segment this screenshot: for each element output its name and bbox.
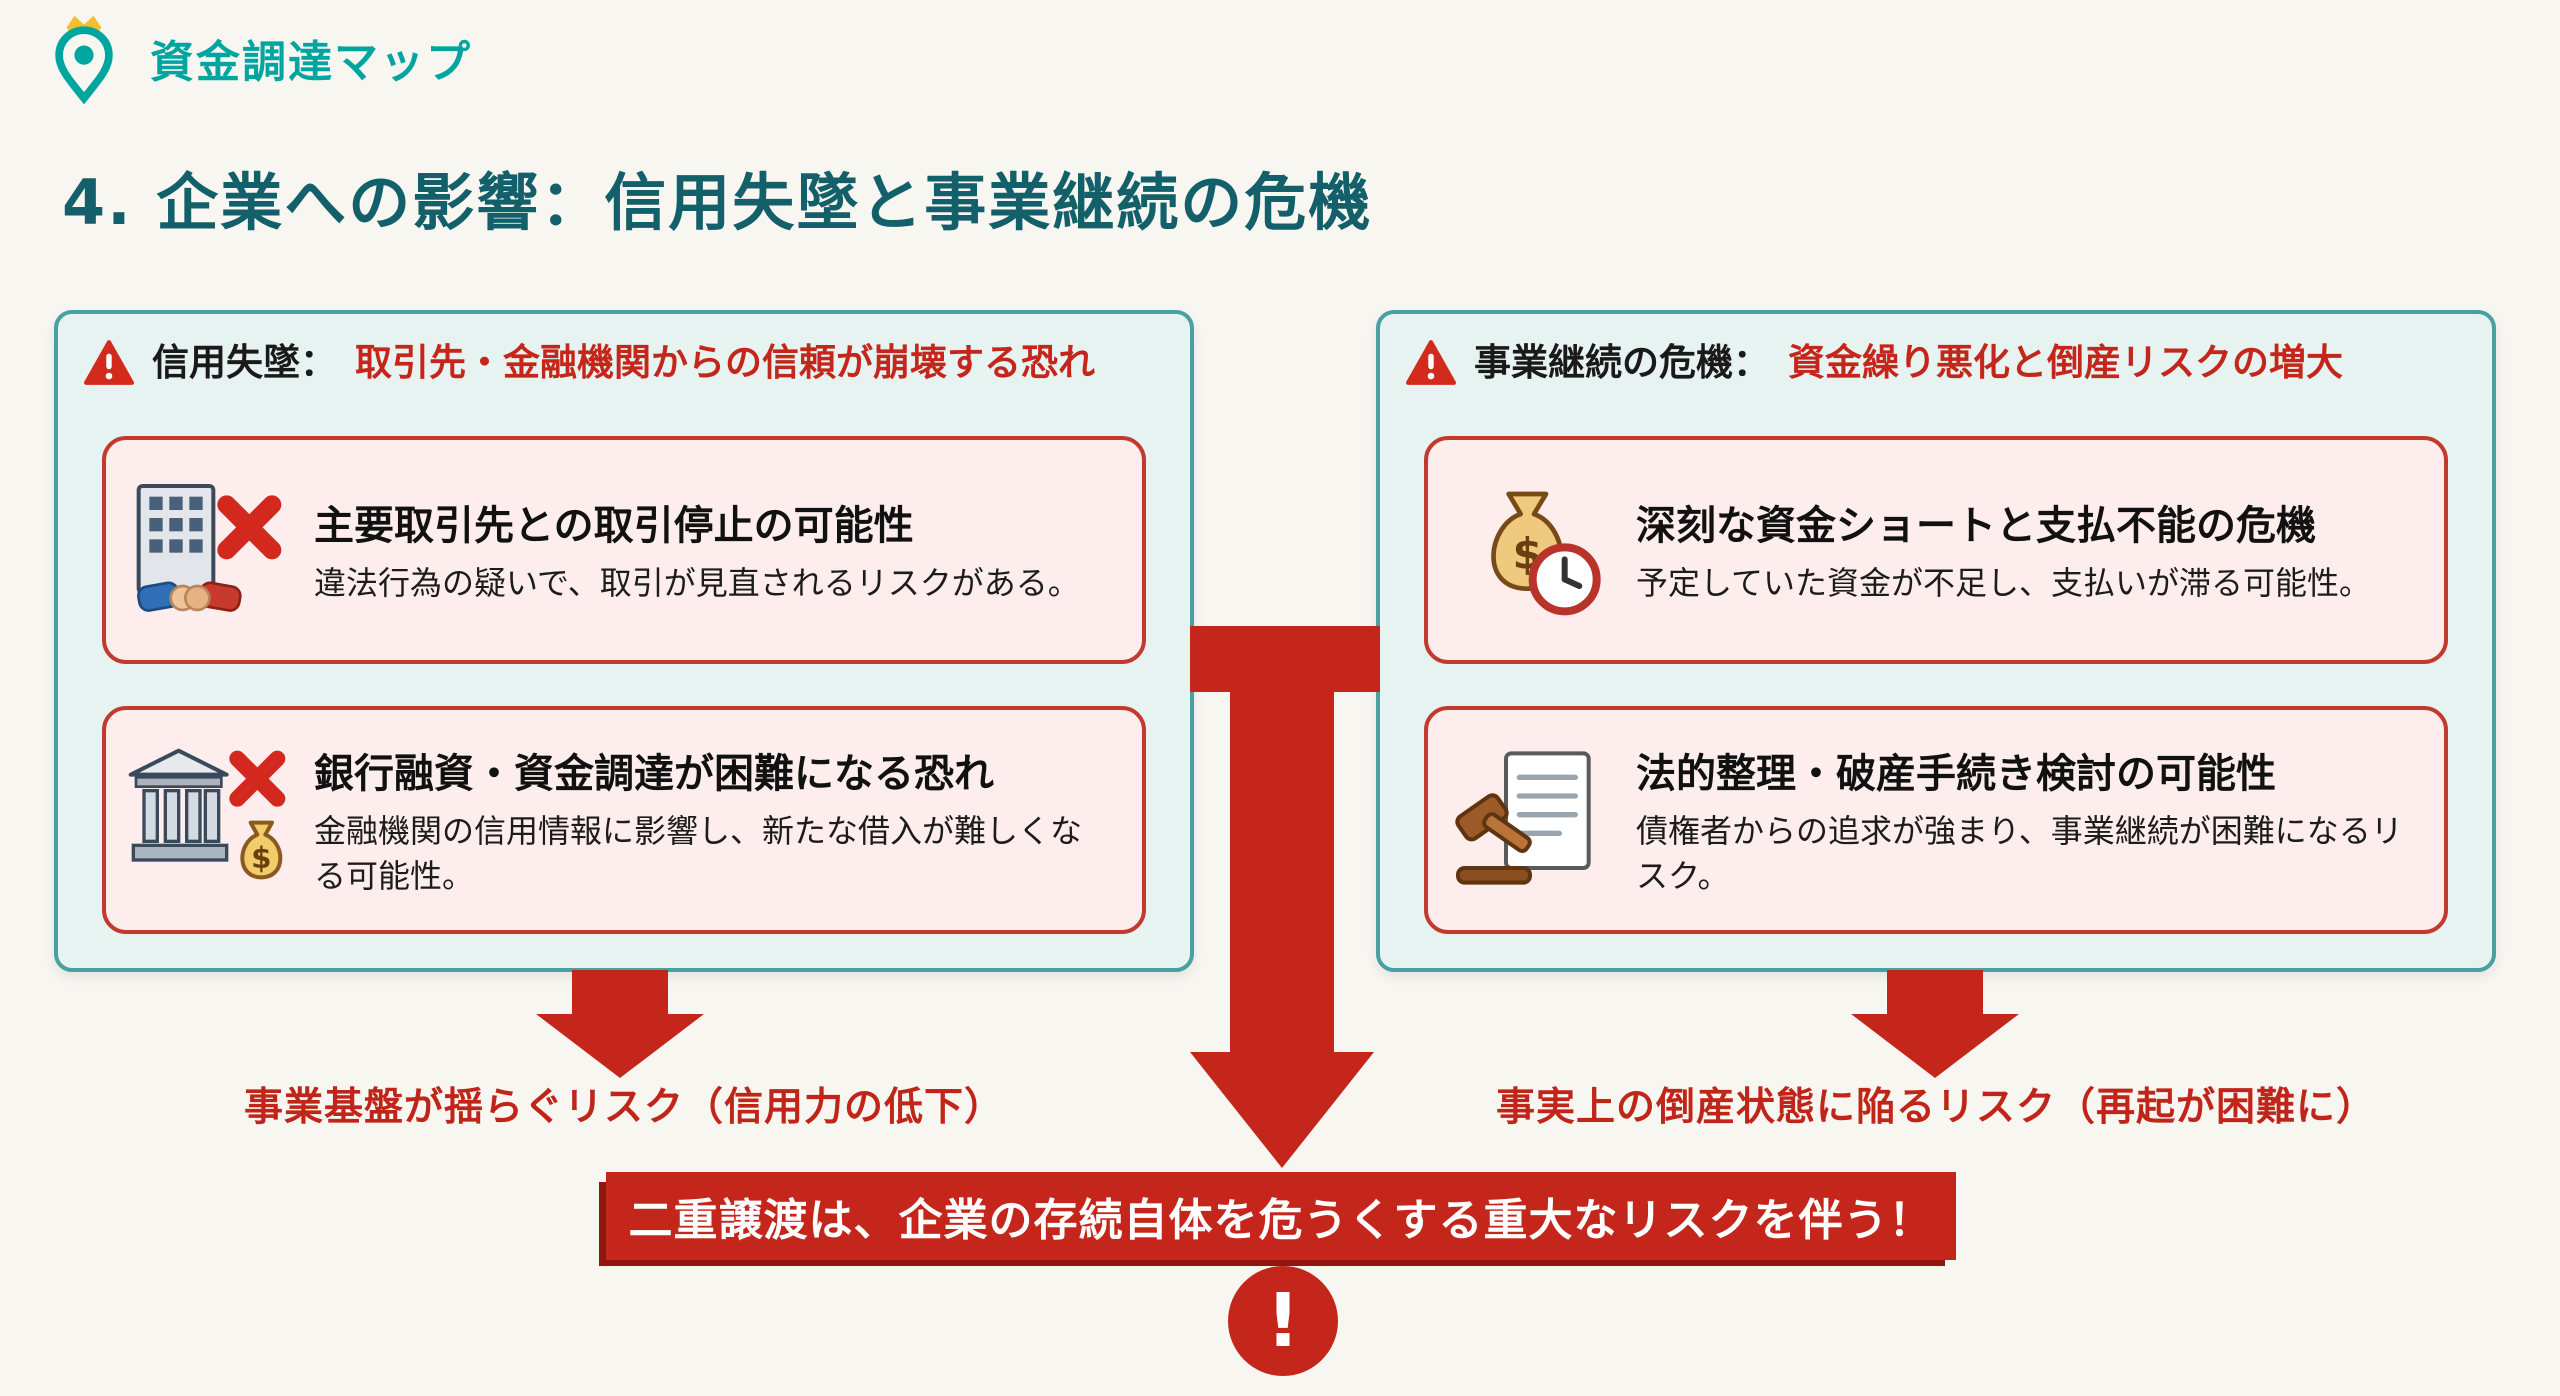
panel-business-continuity: 事業継続の危機： 資金繰り悪化と倒産リスクの増大 $ 深刻な資金ショートと支払不…	[1376, 310, 2496, 972]
card-text: 銀行融資・資金調達が困難になる恐れ 金融機関の信用情報に影響し、新たな借入が難し…	[314, 741, 1112, 900]
outcome-bankruptcy: 事実上の倒産状態に陥るリスク（再起が困難に）	[1495, 1085, 2376, 1130]
panel-header-label: 事業継続の危機：	[1474, 340, 1770, 384]
card-body: 金融機関の信用情報に影響し、新たな借入が難しくなる可能性。	[314, 811, 1083, 895]
brand-logo-icon	[38, 12, 130, 105]
outcome-credit-loss: 事業基盤が揺らぐリスク（信用力の低下）	[243, 1085, 1004, 1130]
connector-vertical-stem	[1230, 626, 1334, 1056]
card-body: 債権者からの追求が強まり、事業継続が困難になるリスク。	[1636, 811, 2403, 895]
panel-business-continuity-header: 事業継続の危機： 資金繰り悪化と倒産リスクの増大	[1380, 314, 2492, 386]
brand-name: 資金調達マップ	[150, 37, 472, 88]
left-down-arrow-icon	[536, 970, 704, 1078]
card-title: 銀行融資・資金調達が困難になる恐れ	[314, 750, 994, 797]
card-text: 主要取引先との取引停止の可能性 違法行為の疑いで、取引が見直されるリスクがある。	[314, 493, 1112, 606]
warning-icon	[84, 340, 135, 386]
panel-header-label: 信用失墜：	[152, 340, 337, 384]
card-title: 深刻な資金ショートと支払不能の危機	[1636, 503, 2316, 550]
card-legal-proceedings: 法的整理・破産手続き検討の可能性 債権者からの追求が強まり、事業継続が困難になる…	[1424, 706, 2448, 934]
connector-arrowhead-down-icon	[1190, 1052, 1374, 1168]
card-body: 違法行為の疑いで、取引が見直されるリスクがある。	[314, 564, 1080, 603]
card-text: 深刻な資金ショートと支払不能の危機 予定していた資金が不足し、支払いが滞る可能性…	[1636, 493, 2414, 606]
panel-header-highlight: 資金繰り悪化と倒産リスクの増大	[1788, 340, 2343, 384]
panel-credit-loss: 信用失墜： 取引先・金融機関からの信頼が崩壊する恐れ	[54, 310, 1194, 972]
bank-x-moneybag-icon: $	[128, 740, 288, 900]
moneybag-clock-icon: $	[1450, 470, 1610, 630]
svg-text:$: $	[251, 841, 271, 875]
card-title: 法的整理・破産手続き検討の可能性	[1636, 750, 2276, 797]
right-down-arrow-icon	[1851, 970, 2019, 1078]
card-text: 法的整理・破産手続き検討の可能性 債権者からの追求が強まり、事業継続が困難になる…	[1636, 741, 2414, 900]
card-financing-difficulty: $ 銀行融資・資金調達が困難になる恐れ 金融機関の信用情報に影響し、新たな借入が…	[102, 706, 1146, 934]
card-title: 主要取引先との取引停止の可能性	[314, 503, 914, 550]
panel-header-highlight: 取引先・金融機関からの信頼が崩壊する恐れ	[355, 340, 1095, 384]
conclusion-banner: 二重譲渡は、企業の存続自体を危うくする重大なリスクを伴う！	[606, 1172, 1956, 1260]
card-cash-shortage: $ 深刻な資金ショートと支払不能の危機 予定していた資金が不足し、支払いが滞る可…	[1424, 436, 2448, 664]
building-handshake-x-icon	[128, 470, 288, 630]
card-trade-suspension: 主要取引先との取引停止の可能性 違法行為の疑いで、取引が見直されるリスクがある。	[102, 436, 1146, 664]
gavel-document-icon	[1450, 740, 1610, 900]
card-body: 予定していた資金が不足し、支払いが滞る可能性。	[1636, 564, 2372, 603]
exclamation-circle-icon: !	[1228, 1266, 1338, 1376]
brand: 資金調達マップ	[38, 12, 472, 105]
page-title: 4. 企業への影響：信用失墜と事業継続の危機	[62, 166, 1373, 239]
panel-credit-loss-header: 信用失墜： 取引先・金融機関からの信頼が崩壊する恐れ	[58, 314, 1190, 386]
warning-icon	[1406, 340, 1456, 386]
